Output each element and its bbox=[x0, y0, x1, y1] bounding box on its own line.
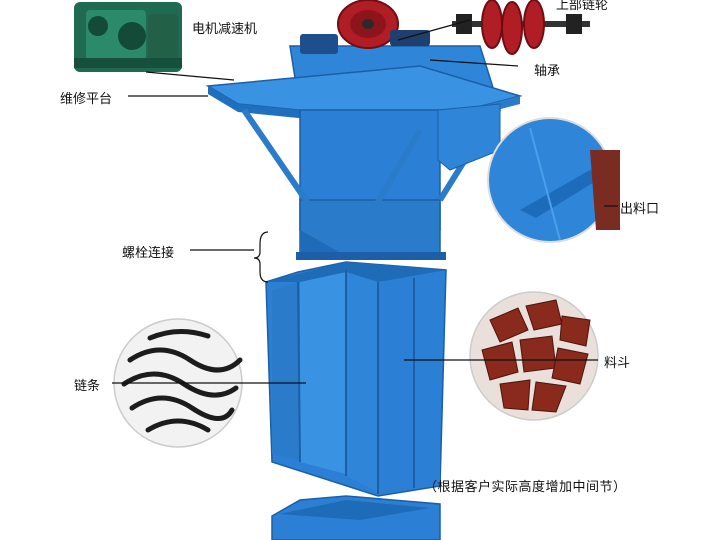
platform-label: 维修平台 bbox=[60, 92, 113, 107]
bucket-label: 料斗 bbox=[604, 356, 631, 371]
outlet-label: 出料口 bbox=[620, 202, 660, 217]
reducer-image bbox=[74, 2, 182, 72]
bottom-section bbox=[271, 495, 441, 540]
leader-lines bbox=[112, 19, 618, 384]
chain-label: 链条 bbox=[74, 379, 101, 394]
bolt-connection-label: 螺栓连接 bbox=[122, 246, 175, 261]
top-sprocket-label: 上部链轮 bbox=[556, 0, 609, 13]
height-note: （根据客户实际高度增加中间节） bbox=[424, 480, 627, 495]
bearing-label: 轴承 bbox=[534, 64, 561, 79]
middle-section bbox=[265, 261, 447, 497]
head-section bbox=[205, 45, 523, 260]
reducer-label: 电机减速机 bbox=[192, 22, 258, 37]
sprocket-shaft-image bbox=[452, 0, 590, 55]
outlet-inset bbox=[487, 117, 620, 243]
bucket-inset bbox=[469, 291, 599, 421]
motor bbox=[300, 34, 338, 54]
pulley bbox=[337, 0, 430, 49]
